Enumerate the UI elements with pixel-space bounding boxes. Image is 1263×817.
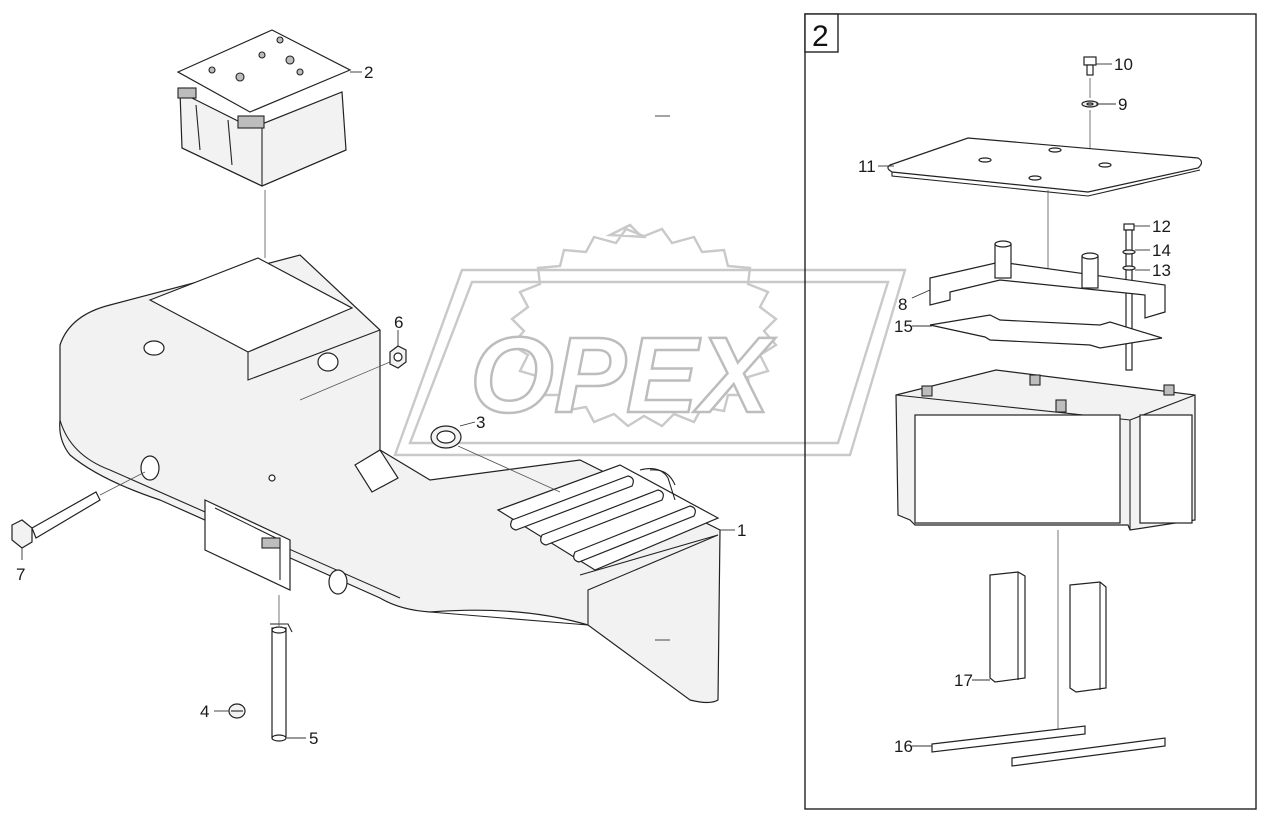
callout-1: 1 <box>737 521 746 540</box>
callout-8: 8 <box>898 295 907 314</box>
callout-10: 10 <box>1114 55 1133 74</box>
callout-11: 11 <box>858 157 876 176</box>
counterweight-part-1 <box>59 254 721 704</box>
centerline-grommet <box>457 445 561 493</box>
callout-7: 7 <box>16 565 25 584</box>
callout-5: 5 <box>309 729 318 748</box>
leader-lines <box>21 63 1150 747</box>
inset-label-box <box>804 13 839 53</box>
callout-3: 3 <box>476 413 485 432</box>
battery-box-part-2 <box>176 29 352 187</box>
callout-15: 15 <box>894 317 913 336</box>
callout-13: 13 <box>1152 261 1171 280</box>
bolt-part-7 <box>11 471 146 549</box>
callout-14: 14 <box>1152 241 1171 260</box>
gasket-part-15 <box>929 314 1163 349</box>
callout-4: 4 <box>200 702 209 721</box>
nut-part-6 <box>389 345 407 369</box>
callout-6: 6 <box>394 313 403 332</box>
callout-labels: 2 1 3 4 5 6 7 8 9 10 11 12 13 14 15 16 1… <box>16 55 1171 756</box>
washer-part-9 <box>1081 100 1099 108</box>
pad-part-16 <box>931 725 1166 767</box>
block-part-17 <box>989 571 1107 693</box>
bolt-part-10 <box>1083 56 1097 76</box>
callout-2: 2 <box>364 63 373 82</box>
washer-part-13 <box>1122 265 1136 271</box>
grommet-part-3 <box>430 425 462 449</box>
bracket-part-8 <box>929 240 1166 319</box>
clip-part-4 <box>228 703 246 719</box>
inset-label: 2 <box>812 20 829 53</box>
battery-pair <box>895 369 1196 531</box>
callout-17: 17 <box>954 671 973 690</box>
washer-part-14 <box>1122 249 1136 255</box>
pin-part-5 <box>270 623 293 742</box>
centerline-nut <box>299 361 391 401</box>
opex-watermark: OPEX <box>393 223 907 457</box>
inset-frame <box>804 13 1257 810</box>
plate-part-11 <box>887 137 1203 197</box>
bolt-part-12 <box>1123 223 1135 371</box>
callout-12: 12 <box>1152 217 1171 236</box>
watermark-text: OPEX <box>470 314 776 435</box>
callout-9: 9 <box>1118 95 1127 114</box>
callout-16: 16 <box>894 737 913 756</box>
